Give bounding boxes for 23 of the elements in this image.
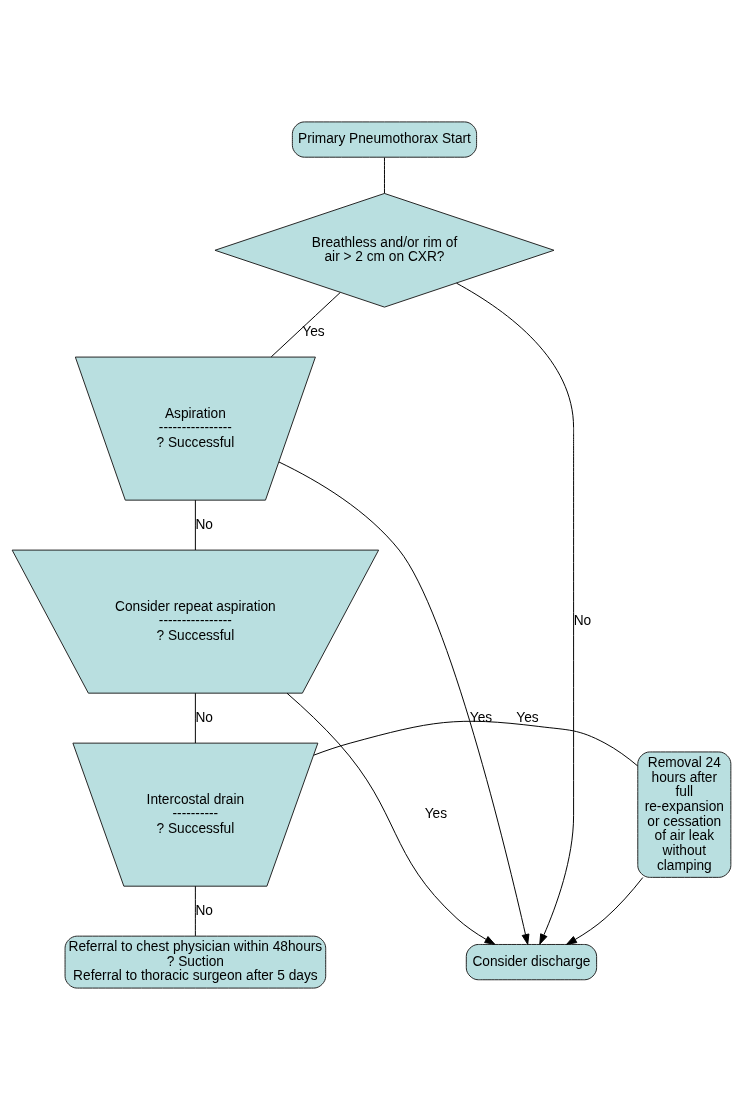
edge-label: Yes [516,709,539,725]
arrow [566,876,644,945]
connector [313,720,639,766]
connector [270,291,341,357]
edge-label: No [195,516,213,532]
connector [194,692,196,744]
edge-label: No [195,902,213,918]
node-diamond: Breathless and/or rim of air > 2 cm on CXR? [214,192,555,308]
edge-label: Yes [469,709,493,725]
edge-label: Yes [424,805,448,821]
edge-label: No [573,612,592,628]
edge-label: No [195,709,213,725]
node-box: Removal 24 hours after full re-expansion or cessation of air leak without clamping [637,750,732,878]
connector [384,156,385,194]
edge-label: Yes [302,323,325,339]
connector [194,499,196,550]
arrow [456,282,575,945]
arrow [286,692,496,945]
node-box: Consider discharge [465,943,598,980]
node-box: Primary Pneumothorax Start [291,120,478,158]
connector [194,885,196,936]
node-box: Referral to chest physician within 48hours ? Suction Referral to thoracic surgeon after 5 days [64,935,327,989]
arrow [278,461,530,945]
